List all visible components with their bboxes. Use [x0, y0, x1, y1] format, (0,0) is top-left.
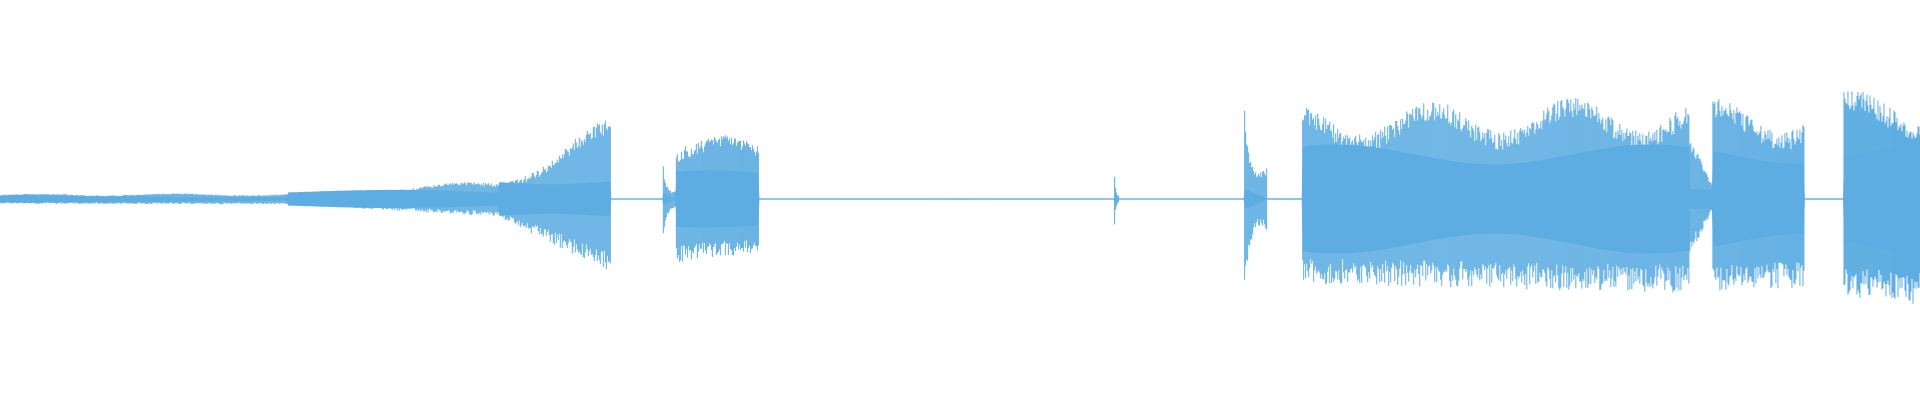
waveform-body — [0, 140, 1920, 258]
